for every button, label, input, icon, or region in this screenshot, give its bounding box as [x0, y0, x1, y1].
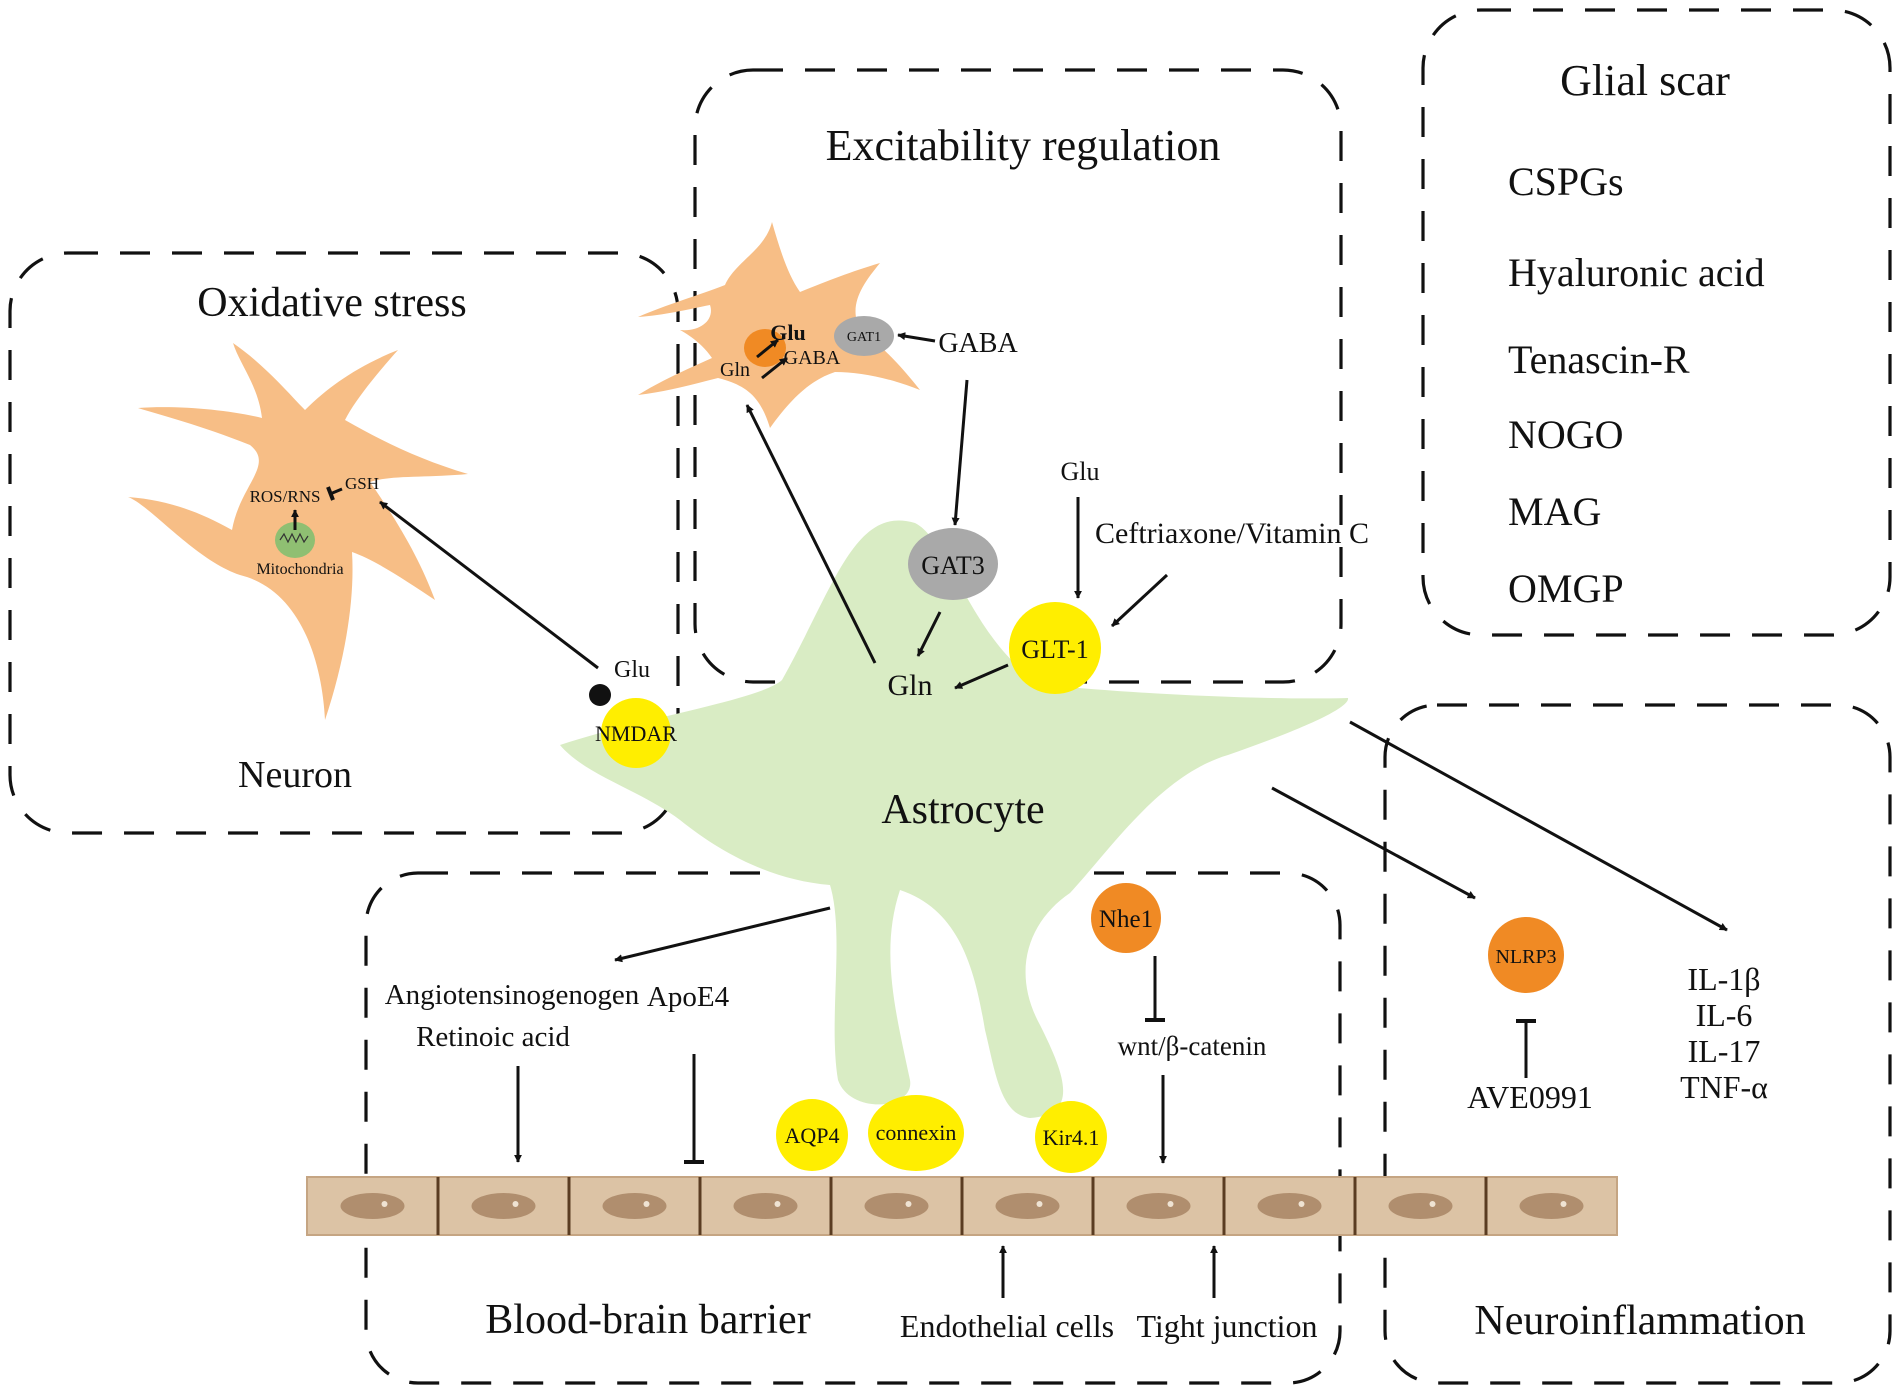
mitochondria-label: Mitochondria — [256, 561, 343, 578]
gat1-label: GAT1 — [847, 330, 881, 345]
cytokine-label: IL-1β — [1687, 961, 1760, 997]
cell-nucleus — [1257, 1193, 1322, 1219]
cell-nucleus — [733, 1193, 798, 1219]
glt1-transporter — [1009, 602, 1101, 694]
astrocyte-to-cytokines-arrow — [1349, 720, 1728, 932]
nmdar-receptor — [601, 698, 671, 768]
endothelial-layer — [306, 1176, 1618, 1236]
angiotensinogen-label: Angiotensinogenogen — [385, 979, 640, 1011]
nucleolus — [1298, 1201, 1305, 1207]
glu-top-label: Glu — [1061, 457, 1100, 486]
gsh-inhibit-bar — [326, 486, 335, 501]
glt1-to-gln-arrow — [954, 663, 1009, 690]
kir41-channel — [1035, 1101, 1107, 1173]
ros-rns-label: ROS/RNS — [250, 487, 321, 506]
glu-ligand-dot — [589, 684, 611, 706]
ceftriaxone-label: Ceftriaxone/Vitamin C — [1095, 517, 1369, 550]
nucleolus — [1429, 1201, 1436, 1207]
glial-scar-item: Hyaluronic acid — [1508, 250, 1765, 295]
cell-nucleus — [864, 1193, 929, 1219]
gat1-transporter — [834, 316, 894, 356]
connexin-label: connexin — [876, 1120, 957, 1145]
mitochondria-cristae — [279, 532, 309, 544]
glial-scar-item: Tenascin-R — [1508, 337, 1690, 382]
apoe4-label: ApoE4 — [647, 981, 730, 1013]
wnt-catenin-label: wnt/β-catenin — [1118, 1031, 1267, 1061]
neuron-cell-small — [638, 222, 920, 428]
neuron-label: Neuron — [238, 754, 352, 796]
cell-nucleus — [471, 1193, 536, 1219]
gln-glu-organelle — [744, 329, 786, 367]
nucleolus — [643, 1201, 650, 1207]
glial-scar-title: Glial scar — [1560, 56, 1730, 105]
nucleolus — [905, 1201, 912, 1207]
cytokine-label: IL-6 — [1696, 997, 1753, 1033]
astrocyte-label: Astrocyte — [881, 787, 1044, 833]
glial-scar-item: CSPGs — [1508, 159, 1624, 204]
ceftriaxone-to-glt1-arrow — [1110, 573, 1169, 628]
cell-nucleus — [340, 1193, 405, 1219]
nucleolus — [512, 1201, 519, 1207]
aqp4-label: AQP4 — [784, 1123, 839, 1148]
glt1-label: GLT-1 — [1021, 635, 1088, 664]
glu-nmdar-label: Glu — [614, 657, 650, 683]
gaba-label: GABA — [938, 328, 1018, 359]
gln-inner-label: Gln — [720, 359, 750, 381]
nhe1-exchanger — [1091, 883, 1161, 953]
blood-brain-barrier-title: Blood-brain barrier — [485, 1297, 810, 1343]
gaba-inner-label: GABA — [784, 347, 841, 369]
neuroinflammation-box — [1383, 703, 1892, 1385]
endothelial-cells-label: Endothelial cells — [900, 1308, 1114, 1344]
nlrp3-inflammasome — [1488, 917, 1564, 993]
gln-to-neuron-arrow — [745, 404, 877, 664]
glial-scar-item: OMGP — [1508, 566, 1624, 611]
glial-scar-item: NOGO — [1508, 412, 1624, 457]
nucleolus — [381, 1201, 388, 1207]
glu-to-gaba-arrow — [761, 356, 788, 380]
nhe1-label: Nhe1 — [1099, 906, 1153, 933]
nmdar-label: NMDAR — [595, 721, 677, 746]
oxidative-stress-box — [8, 251, 680, 835]
excitability-title: Excitability regulation — [826, 121, 1221, 170]
cytokine-label: IL-17 — [1688, 1033, 1761, 1069]
gaba-to-gat1-arrow — [897, 332, 936, 343]
cell-nucleus — [602, 1193, 667, 1219]
gat3-transporter — [908, 528, 998, 600]
gat3-to-gln-arrow — [916, 611, 942, 657]
astrocyte-to-nlrp3-arrow — [1271, 786, 1476, 900]
nmdar-to-neuron-arrow — [379, 500, 599, 670]
neuroinflammation-title: Neuroinflammation — [1474, 1298, 1805, 1344]
cell-nucleus — [1126, 1193, 1191, 1219]
cell-nucleus — [995, 1193, 1060, 1219]
nucleolus — [1036, 1201, 1043, 1207]
ave0991-label: AVE0991 — [1467, 1079, 1593, 1115]
oxidative-stress-title: Oxidative stress — [197, 280, 466, 326]
cell-nucleus — [1388, 1193, 1453, 1219]
kir41-label: Kir4.1 — [1043, 1125, 1100, 1150]
gln-to-glu-arrow — [756, 338, 779, 359]
cytokine-label: TNF-α — [1680, 1069, 1768, 1105]
gsh-label: GSH — [345, 474, 379, 493]
glial-scar-item: MAG — [1508, 489, 1601, 534]
retinoic-acid-label: Retinoic acid — [416, 1021, 570, 1053]
nucleolus — [1560, 1201, 1567, 1207]
gat3-label: GAT3 — [921, 551, 985, 580]
astrocyte-to-angiotensinogen-arrow — [614, 906, 831, 963]
aqp4-channel — [776, 1099, 848, 1171]
glial-scar-box — [1421, 8, 1892, 637]
astrocyte-cell — [560, 520, 1349, 1118]
nucleolus — [1167, 1201, 1174, 1207]
cell-nucleus — [1519, 1193, 1584, 1219]
nucleolus — [774, 1201, 781, 1207]
gaba-to-gat3-arrow — [951, 379, 969, 526]
nlrp3-label: NLRP3 — [1495, 946, 1556, 968]
gln-label: Gln — [888, 669, 933, 702]
connexin-channel — [868, 1095, 964, 1171]
tight-junction-label: Tight junction — [1136, 1308, 1317, 1344]
